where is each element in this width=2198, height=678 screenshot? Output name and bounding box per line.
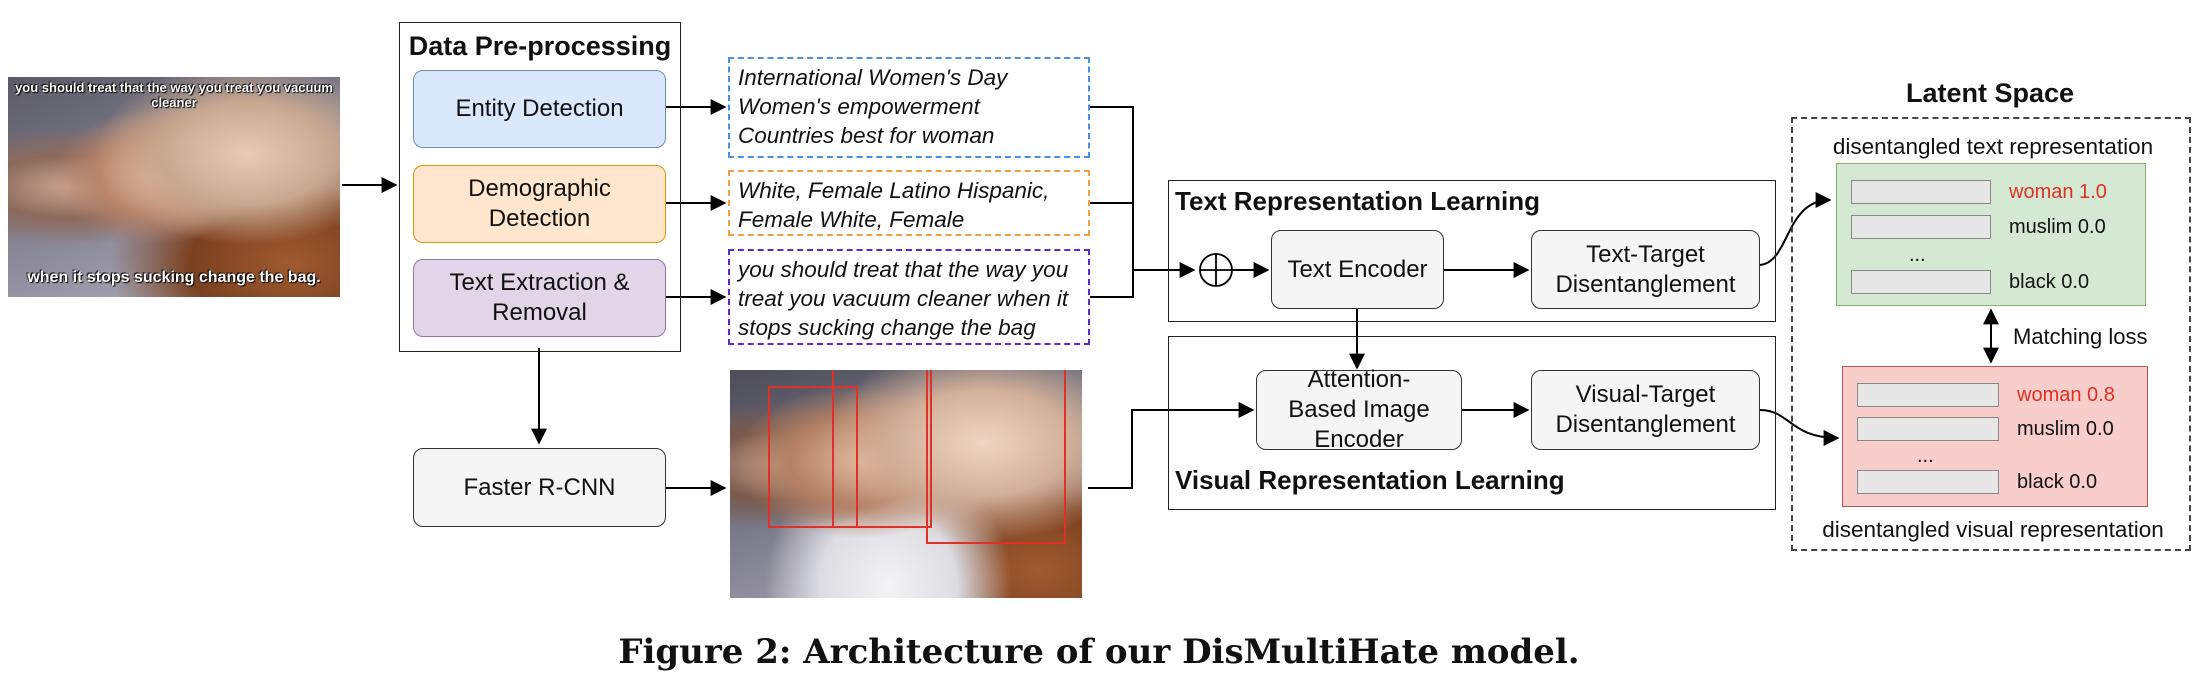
matching-loss-label: Matching loss (2013, 324, 2148, 349)
visual-representation-panel: Visual Representation Learning (1168, 336, 1776, 510)
ellipsis-label: ... (1909, 244, 1926, 266)
extracted-text-line-3: stops sucking change the bag (738, 315, 1036, 340)
latent-text-representation-box: woman 1.0 muslim 0.0 ... black 0.0 (1836, 163, 2146, 306)
visual-representation-title: Visual Representation Learning (1175, 465, 1565, 495)
meme-image: you should treat that the way you treat … (8, 77, 340, 297)
embedding-slot (1857, 417, 1999, 441)
demographic-detection-box: Demographic Detection (413, 165, 666, 243)
demographic-output-box: White, Female Latino Hispanic, Female Wh… (728, 170, 1090, 236)
latent-space-panel: disentangled text representation disenta… (1791, 117, 2191, 551)
target-score-label: muslim 0.0 (2017, 418, 2114, 441)
text-extraction-box: Text Extraction & Removal (413, 259, 666, 337)
target-score-label: black 0.0 (2017, 471, 2097, 494)
embedding-slot (1851, 270, 1991, 294)
text-target-disentanglement-box: Text-Target Disentanglement (1531, 230, 1760, 309)
target-name: muslim (2017, 418, 2081, 440)
target-value: 0.8 (2087, 384, 2115, 406)
text-representation-label: disentangled text representation (1832, 134, 2154, 159)
entity-output-line-1: International Women's Day (738, 65, 1008, 90)
figure-caption: Figure 2: Architecture of our DisMultiHa… (618, 632, 1580, 672)
meme-top-caption: you should treat that the way you treat … (15, 80, 333, 110)
detected-faces-image (730, 370, 1082, 598)
embedding-slot (1857, 383, 1999, 407)
target-name: muslim (2009, 216, 2073, 238)
sum-operator-icon (1199, 253, 1233, 287)
target-name: woman (2017, 384, 2082, 406)
ellipsis-label: ... (1917, 445, 1934, 467)
entity-output-box: International Women's Day Women's empowe… (728, 57, 1090, 158)
face-bounding-box (768, 386, 858, 528)
extracted-text-output-box: you should treat that the way you treat … (728, 249, 1090, 345)
target-value: 0.0 (2077, 216, 2106, 238)
target-value: 1.0 (2079, 181, 2107, 203)
target-name: black (2017, 471, 2064, 493)
embedding-slot (1851, 215, 1991, 239)
faster-rcnn-box: Faster R-CNN (413, 448, 666, 527)
target-score-label: woman 1.0 (2009, 181, 2107, 204)
extracted-text-line-1: you should treat that the way you (738, 257, 1069, 282)
target-value: 0.0 (2085, 418, 2114, 440)
extracted-text-line-2: treat you vacuum cleaner when it (738, 286, 1069, 311)
preprocessing-title: Data Pre-processing (408, 31, 672, 61)
target-score-label: muslim 0.0 (2009, 216, 2106, 239)
entity-output-line-3: Countries best for woman (738, 123, 995, 148)
face-bounding-box (926, 370, 1066, 544)
embedding-slot (1851, 180, 1991, 204)
latent-visual-representation-box: woman 0.8 muslim 0.0 ... black 0.0 (1842, 366, 2148, 507)
entity-output-line-2: Women's empowerment (738, 94, 980, 119)
attention-image-encoder-box: Attention-Based Image Encoder (1256, 366, 1462, 453)
face-bounding-box (832, 370, 932, 528)
target-score-label: woman 0.8 (2017, 384, 2115, 407)
target-name: black (2009, 271, 2056, 293)
preprocessing-panel: Data Pre-processing (399, 22, 681, 352)
text-representation-panel: Text Representation Learning (1168, 180, 1776, 322)
visual-target-disentanglement-box: Visual-Target Disentanglement (1531, 370, 1760, 450)
embedding-slot (1857, 470, 1999, 494)
text-encoder-box: Text Encoder (1271, 230, 1444, 309)
target-name: woman (2009, 181, 2074, 203)
latent-space-title: Latent Space (1905, 78, 2075, 108)
visual-representation-label: disentangled visual representation (1822, 517, 2164, 542)
demographic-output-line-2: Female White, Female (738, 207, 965, 232)
entity-detection-box: Entity Detection (413, 70, 666, 148)
text-representation-title: Text Representation Learning (1175, 186, 1541, 216)
demographic-output-line-1: White, Female Latino Hispanic, (738, 178, 1050, 203)
target-score-label: black 0.0 (2009, 271, 2089, 294)
meme-bottom-caption: when it stops sucking change the bag. (27, 269, 321, 286)
target-value: 0.0 (2069, 471, 2098, 493)
target-value: 0.0 (2061, 271, 2090, 293)
